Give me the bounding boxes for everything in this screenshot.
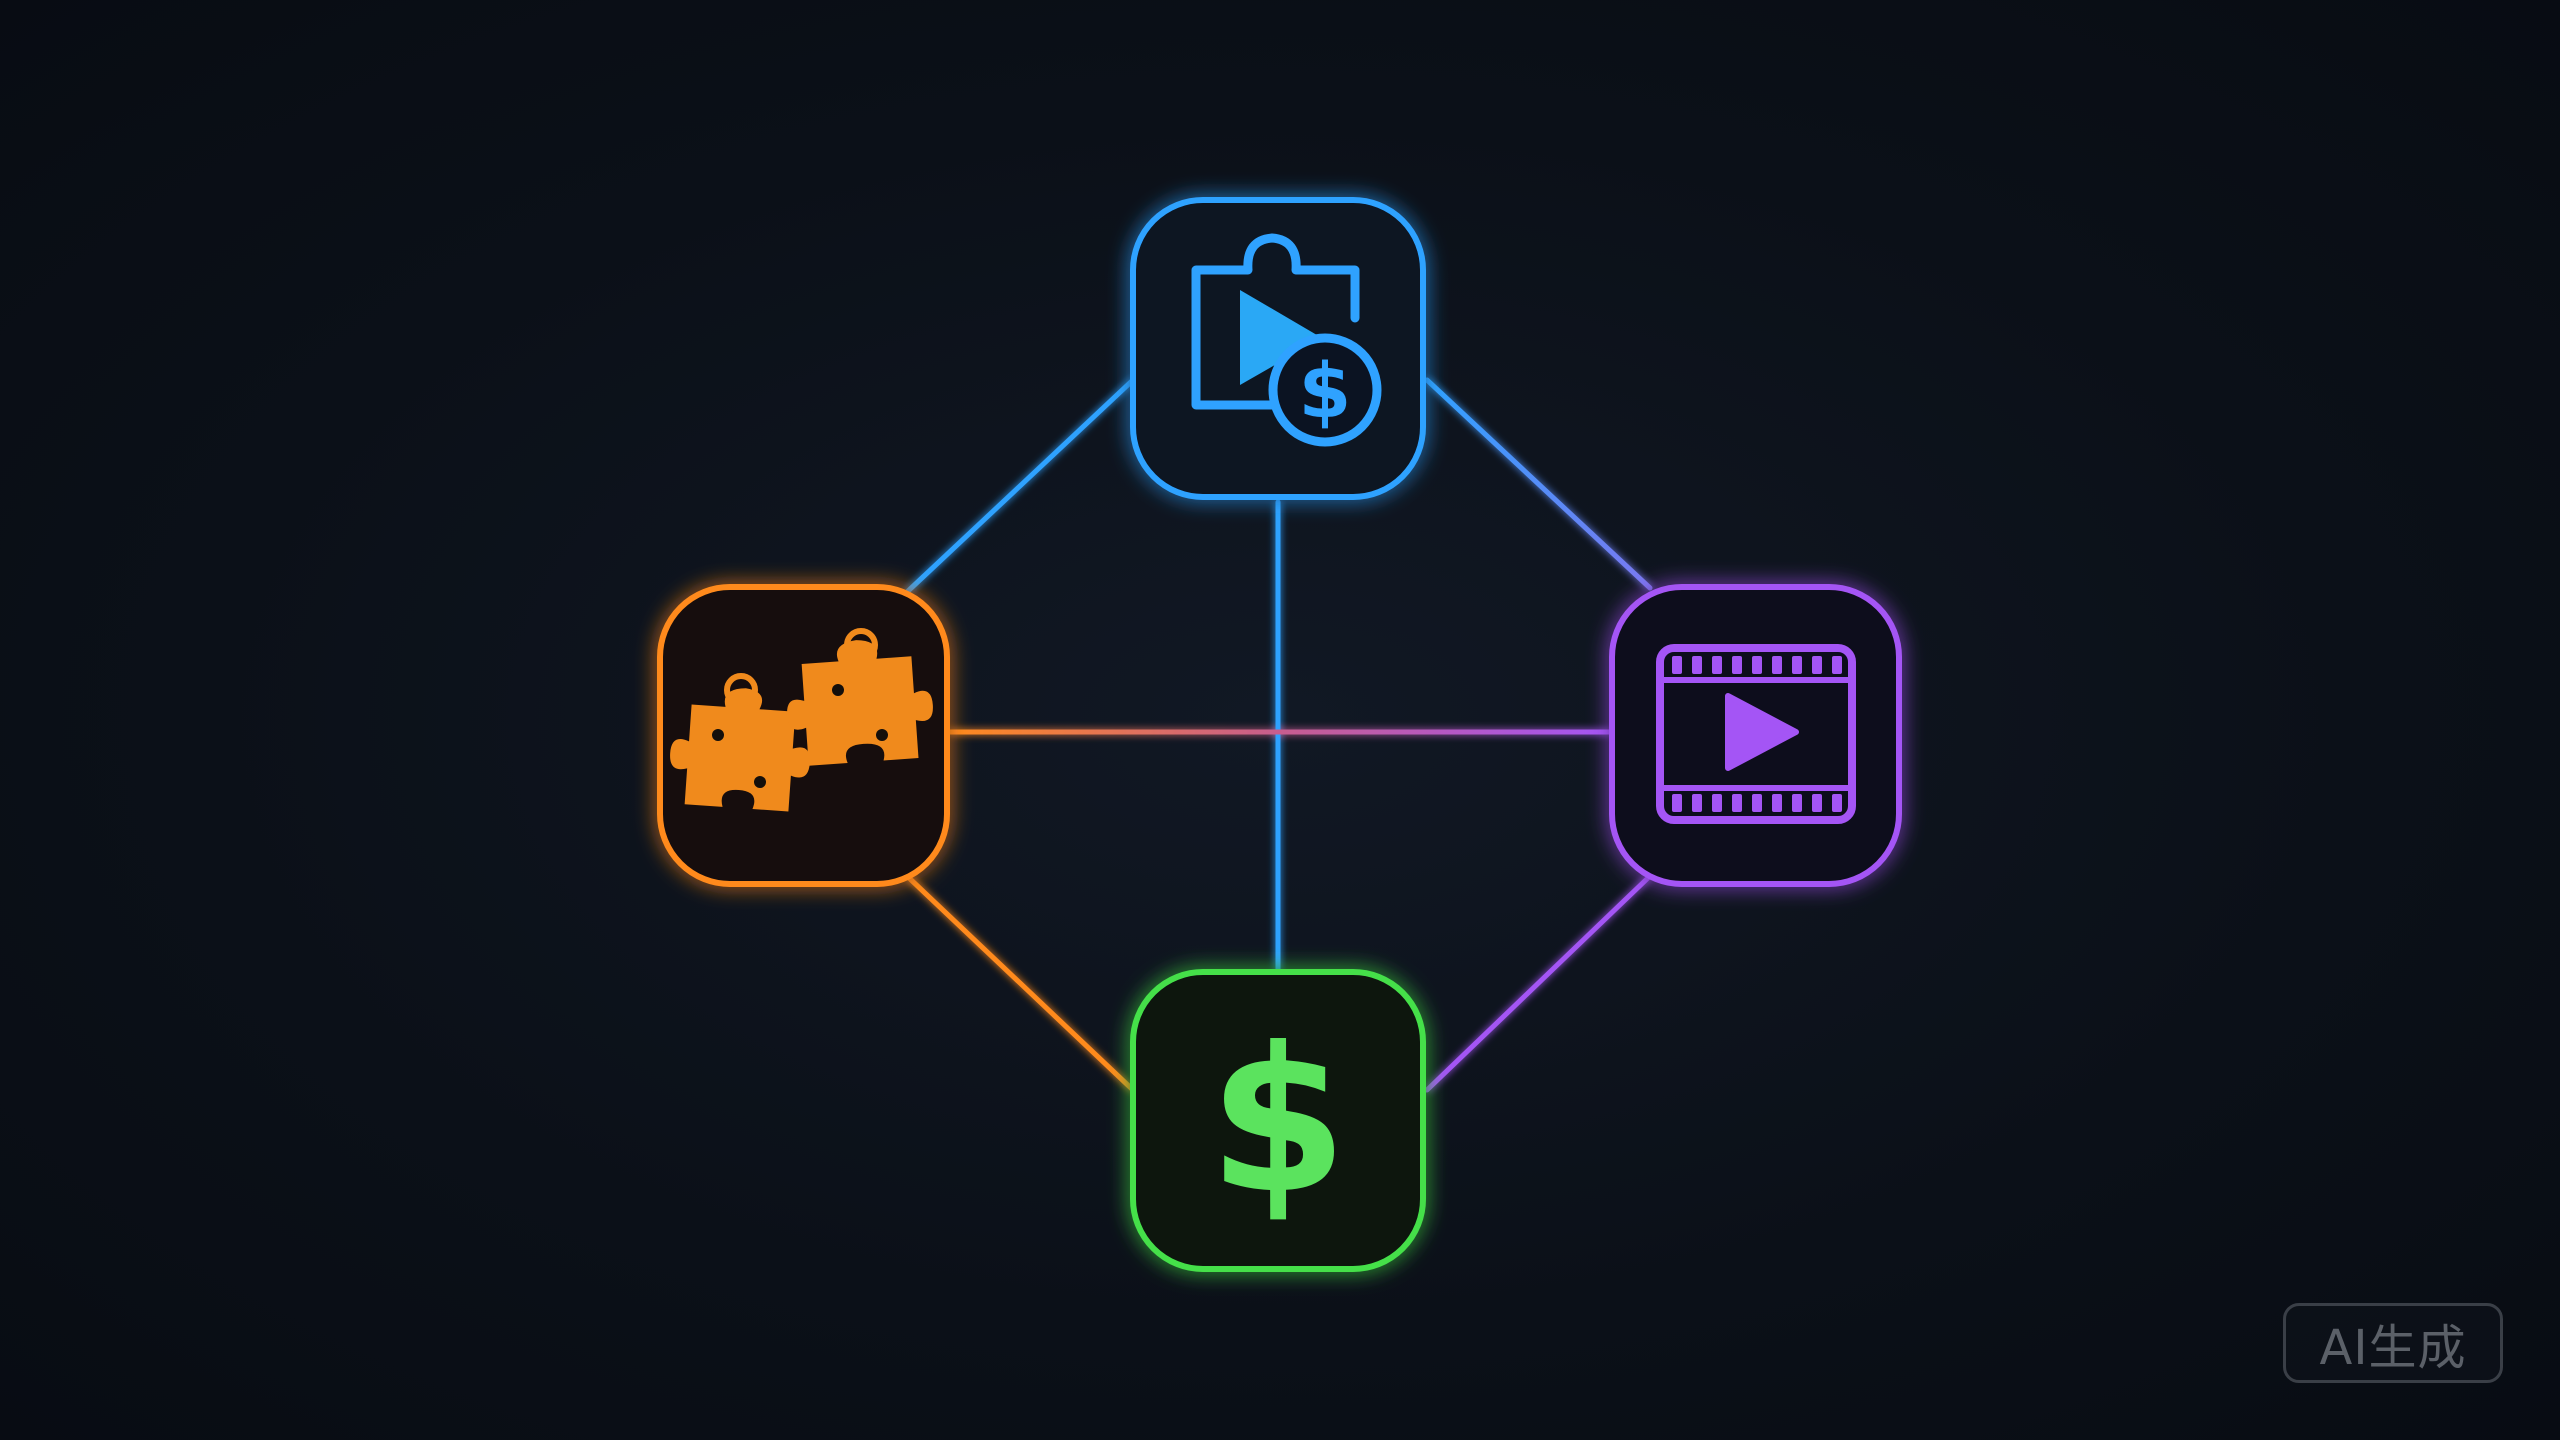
edge-top-left bbox=[904, 377, 1136, 595]
node-bottom: $ bbox=[1130, 969, 1426, 1272]
edge-right-bottom bbox=[1424, 873, 1653, 1093]
edge-left-bottom bbox=[904, 873, 1136, 1093]
dollar-sign-icon: $ bbox=[1208, 1005, 1347, 1238]
ai-generated-badge: AI生成 bbox=[2283, 1303, 2503, 1383]
ai-generated-label: AI生成 bbox=[2319, 1320, 2467, 1376]
node-top: $ bbox=[1130, 197, 1426, 500]
film-play-icon bbox=[1656, 644, 1856, 824]
node-right bbox=[1609, 584, 1902, 887]
puzzle-pieces-icon bbox=[670, 628, 933, 812]
edge-top-right bbox=[1424, 377, 1653, 591]
coin-dollar-glyph: $ bbox=[1299, 346, 1352, 435]
video-monetization-puzzle-icon: $ bbox=[1191, 233, 1382, 447]
node-bottom-frame bbox=[1130, 969, 1426, 1272]
node-left bbox=[657, 584, 950, 887]
